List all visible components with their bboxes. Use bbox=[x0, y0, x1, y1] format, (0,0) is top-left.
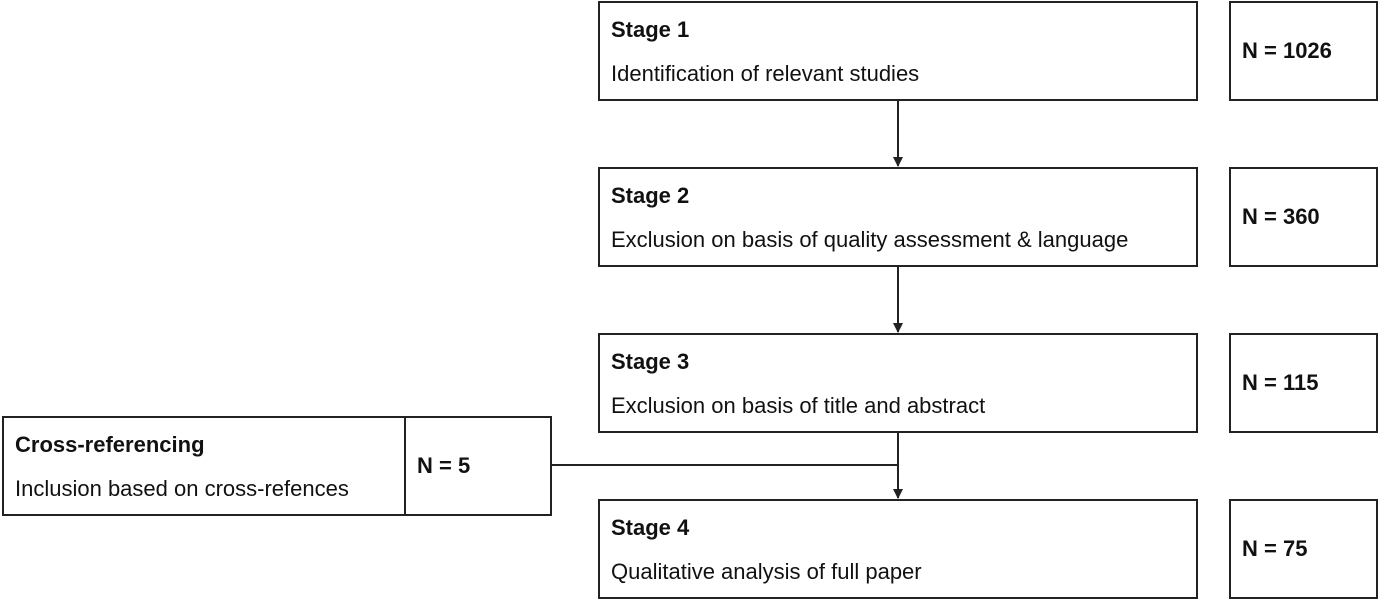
stage-3-title: Stage 3 bbox=[611, 349, 690, 374]
cross-referencing-description: Inclusion based on cross-refences bbox=[15, 476, 349, 501]
stage-2-box: Stage 2 Exclusion on basis of quality as… bbox=[598, 167, 1198, 267]
cross-referencing-box: Cross-referencing Inclusion based on cro… bbox=[2, 416, 406, 516]
cross-referencing-title: Cross-referencing bbox=[15, 432, 205, 457]
stage-1-count: N = 1026 bbox=[1242, 38, 1332, 63]
stage-3-box: Stage 3 Exclusion on basis of title and … bbox=[598, 333, 1198, 433]
stage-3-count-box: N = 115 bbox=[1229, 333, 1378, 433]
stage-2-description: Exclusion on basis of quality assessment… bbox=[611, 227, 1129, 252]
stage-2-title: Stage 2 bbox=[611, 183, 690, 208]
stage-1-count-box: N = 1026 bbox=[1229, 1, 1378, 101]
stage-4-count: N = 75 bbox=[1242, 536, 1308, 561]
stage-4-box: Stage 4 Qualitative analysis of full pap… bbox=[598, 499, 1198, 599]
stage-2-count: N = 360 bbox=[1242, 204, 1320, 229]
stage-3-count: N = 115 bbox=[1242, 370, 1319, 395]
stage-2-count-box: N = 360 bbox=[1229, 167, 1378, 267]
stage-1-title: Stage 1 bbox=[611, 17, 690, 42]
stage-3-description: Exclusion on basis of title and abstract bbox=[611, 393, 986, 418]
stage-1-box: Stage 1 Identification of relevant studi… bbox=[598, 1, 1198, 101]
stage-4-count-box: N = 75 bbox=[1229, 499, 1378, 599]
stage-4-title: Stage 4 bbox=[611, 515, 690, 540]
stage-4-description: Qualitative analysis of full paper bbox=[611, 559, 922, 584]
cross-referencing-count: N = 5 bbox=[417, 453, 471, 478]
stage-1-description: Identification of relevant studies bbox=[611, 61, 920, 86]
cross-referencing-count-box: N = 5 bbox=[404, 416, 552, 516]
